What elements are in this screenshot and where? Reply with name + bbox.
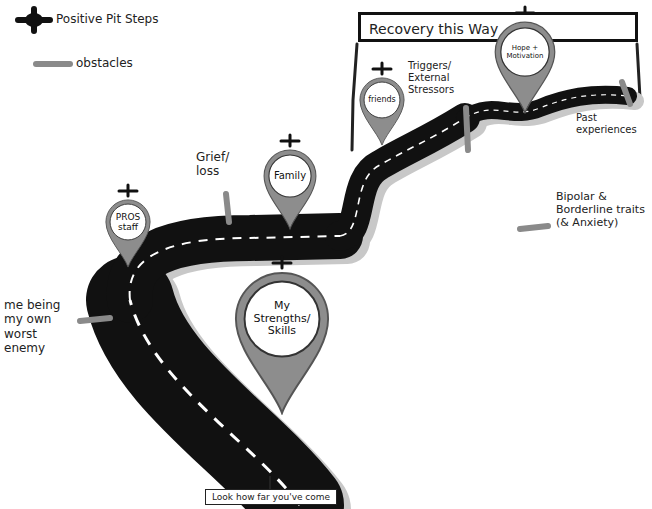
pit-stop-pin: friends — [359, 77, 405, 146]
pin-text-area: Hope + Motivation — [506, 33, 543, 70]
node-text: Hope + Motivation — [506, 44, 543, 60]
road — [130, 95, 628, 505]
pit-step-symbol — [119, 185, 137, 196]
pit-stop-pin: Hope + Motivation — [494, 21, 556, 114]
pin-face — [110, 204, 146, 240]
obstacle-label: Past experiences — [576, 112, 648, 136]
obstacle-label: Grief/ loss — [196, 150, 248, 179]
pin-face — [501, 28, 549, 76]
node-text: friends — [368, 95, 396, 104]
pin-body — [264, 150, 316, 229]
pit-step-symbol — [18, 9, 50, 31]
pin-body — [360, 78, 404, 145]
road-dashes — [130, 95, 628, 505]
pin-shape — [263, 149, 317, 230]
sign-post — [269, 476, 271, 489]
node-text: Look how far you've come — [212, 492, 330, 502]
road-sign: Look how far you've come — [205, 489, 337, 505]
obstacle-sample — [36, 61, 70, 67]
obstacle-mark — [80, 82, 630, 321]
crayon-outline — [637, 44, 640, 98]
pit-step-symbol — [373, 63, 391, 74]
pit-stop-pin: PROS staff — [105, 199, 151, 268]
direction-sign: Recovery this Way — [358, 12, 638, 42]
pin-shape — [105, 199, 151, 268]
obstacle-label: Triggers/ External Stressors — [408, 60, 470, 96]
pin-face — [245, 282, 320, 357]
pit-stop-pin: Family — [263, 149, 317, 230]
node-text: Recovery this Way — [369, 21, 498, 37]
pin-shape — [494, 21, 556, 114]
crayon-outline — [352, 44, 357, 150]
obstacle-label: Bipolar & Borderline traits (& Anxiety) — [556, 190, 648, 230]
pin-shape — [234, 271, 330, 415]
node-text: PROS staff — [114, 212, 142, 233]
pin-body — [106, 200, 150, 267]
pin-face — [269, 155, 311, 197]
pit-step-symbol — [273, 257, 291, 268]
node-text: My Strengths/ Skills — [253, 300, 311, 338]
obstacle-label: me being my own worst enemy — [4, 298, 76, 356]
pin-text-area: My Strengths/ Skills — [253, 290, 311, 348]
pin-body — [236, 273, 328, 413]
legend-text: Positive Pit Steps — [56, 12, 158, 26]
pin-shape — [359, 77, 405, 146]
pit-stop-pin: My Strengths/ Skills — [234, 271, 330, 415]
pin-text-area: friends — [368, 86, 396, 114]
pin-text-area: Family — [274, 160, 306, 192]
pit-step-symbol — [281, 135, 299, 146]
pin-face — [364, 82, 400, 118]
pin-body — [495, 22, 555, 113]
legend-text: obstacles — [76, 56, 133, 70]
node-text: Family — [274, 170, 306, 182]
pin-text-area: PROS staff — [114, 208, 142, 236]
